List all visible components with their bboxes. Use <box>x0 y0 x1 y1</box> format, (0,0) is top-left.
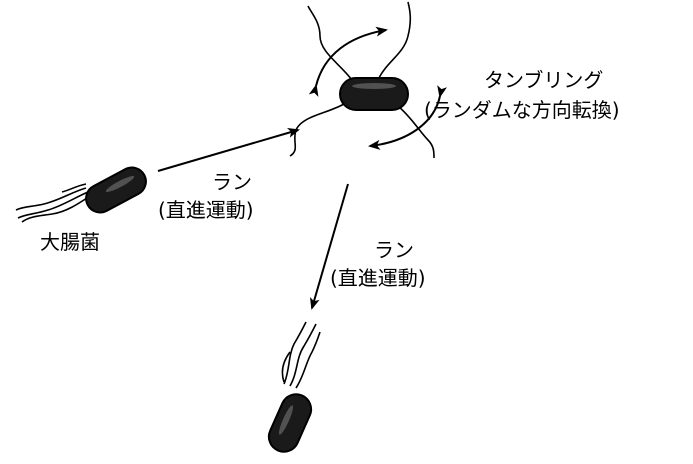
bacterium-left <box>15 166 147 223</box>
bacterium-left-flagella <box>15 183 91 223</box>
label-tumbling-description: (ランダムな方向転換) <box>424 98 620 122</box>
run-arrow-1 <box>157 128 300 172</box>
label-run-1: ラン <box>212 170 252 194</box>
label-bacteria: 大腸菌 <box>40 230 100 254</box>
bacterium-bottom-body <box>267 393 313 453</box>
run-arrow-2 <box>309 183 349 310</box>
bacterium-bottom-flagella <box>281 321 321 389</box>
bacterium-left-body <box>85 166 147 214</box>
bacterium-tumbling <box>289 1 435 159</box>
label-run-2: ラン <box>374 238 414 262</box>
label-tumbling: タンブリング <box>484 68 604 92</box>
bacterium-bottom <box>267 321 321 453</box>
tumble-arrow-top <box>308 26 388 97</box>
label-run-1-description: (直進運動) <box>158 198 254 222</box>
bacterium-tumbling-body <box>339 77 409 111</box>
label-run-2-description: (直進運動) <box>330 266 426 290</box>
tumble-arrow-right <box>368 85 447 150</box>
